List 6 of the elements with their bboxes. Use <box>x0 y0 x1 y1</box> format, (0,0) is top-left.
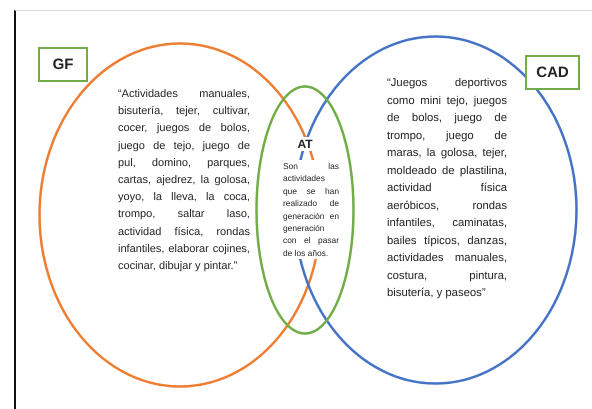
set-label: GF <box>38 47 88 82</box>
set-description: Son las actividades que se han realizado de generación en generación con el pasar de los años. <box>283 160 339 260</box>
venn-ellipse <box>255 85 355 335</box>
set-description: “Actividades manuales, bisutería, tejer, cultivar, cocer, juegos de bolos, juego de tejo, juego de pul, domino, parques, cartas, ajedrez, la golosa, yoyo, la lleva, la coca, trompo, saltar laso, actividad física, rondas infantiles, elaborar cojines, cocinar, dibujar y pintar.” <box>118 87 250 274</box>
set-description: “Juegos deportivos como mini tejo, juegos de bolos, juego de trompo, juego de maras, la golosa, tejer, moldeado de plastilina, actividad física aeróbicos, rondas infantiles, caminatas, bailes típicos, danzas, actividades manuales, costura, pintura, bisutería, y paseos” <box>387 76 507 301</box>
set-label: CAD <box>525 55 580 90</box>
